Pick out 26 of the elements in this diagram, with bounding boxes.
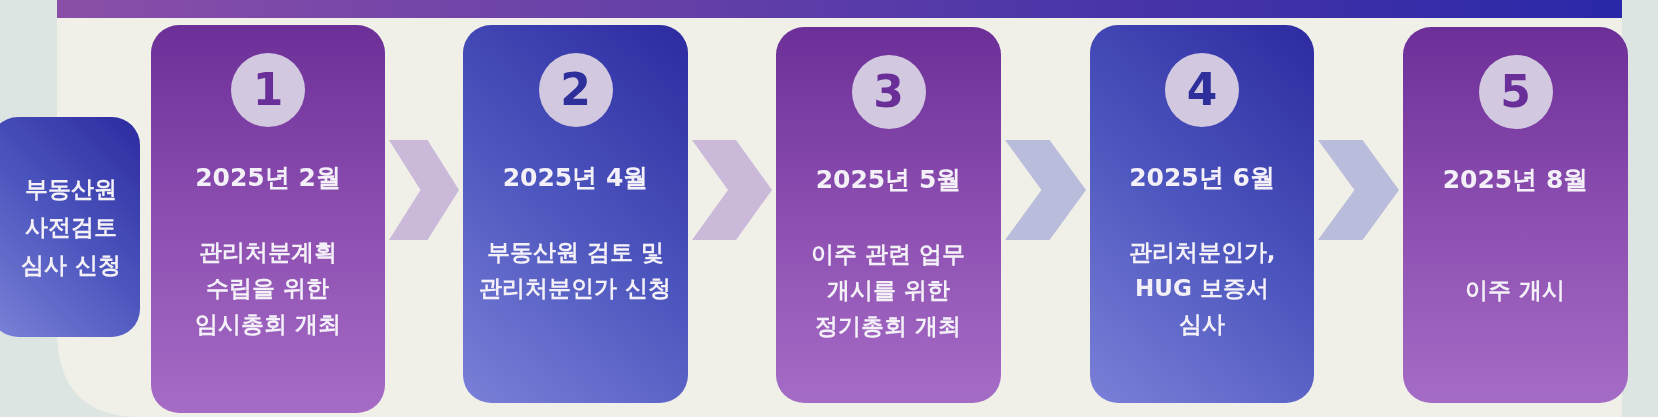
step-card	[1403, 27, 1628, 403]
chevron-arrow	[692, 140, 772, 240]
step-date: 2025년 2월	[195, 162, 341, 194]
step-date: 2025년 6월	[1129, 162, 1275, 194]
step-number: 3	[851, 55, 926, 129]
step-card	[463, 25, 688, 403]
step-description: 관리처분계획 수립을 위한 임시총회 개최	[194, 238, 342, 339]
step-date: 2025년 5월	[815, 164, 962, 196]
step-card	[776, 27, 1001, 403]
step-number: 4	[1165, 53, 1239, 127]
step-description: 부동산원 검토 및 관리처분인가 신청	[478, 238, 673, 303]
chevron-arrow	[1005, 140, 1086, 240]
start-box	[0, 117, 140, 337]
step-number: 2	[538, 53, 613, 127]
step-description: 이주 관련 업무 개시를 위한 정기총회 개최	[810, 240, 967, 341]
step-date: 2025년 4월	[502, 162, 649, 194]
step-label: 부동산원 사전검토 심사 신청	[20, 175, 122, 280]
step-description: 관리처분인가, HUG 보증서 심사	[1127, 238, 1277, 339]
chevron-arrow	[1318, 140, 1399, 240]
step-number: 5	[1478, 55, 1553, 129]
step-number: 1	[231, 53, 305, 127]
step-description: 이주 개시	[1464, 276, 1567, 305]
step-date: 2025년 8월	[1442, 164, 1589, 196]
step-card	[1090, 25, 1314, 403]
step-card	[151, 25, 385, 413]
chevron-arrow	[389, 140, 459, 240]
